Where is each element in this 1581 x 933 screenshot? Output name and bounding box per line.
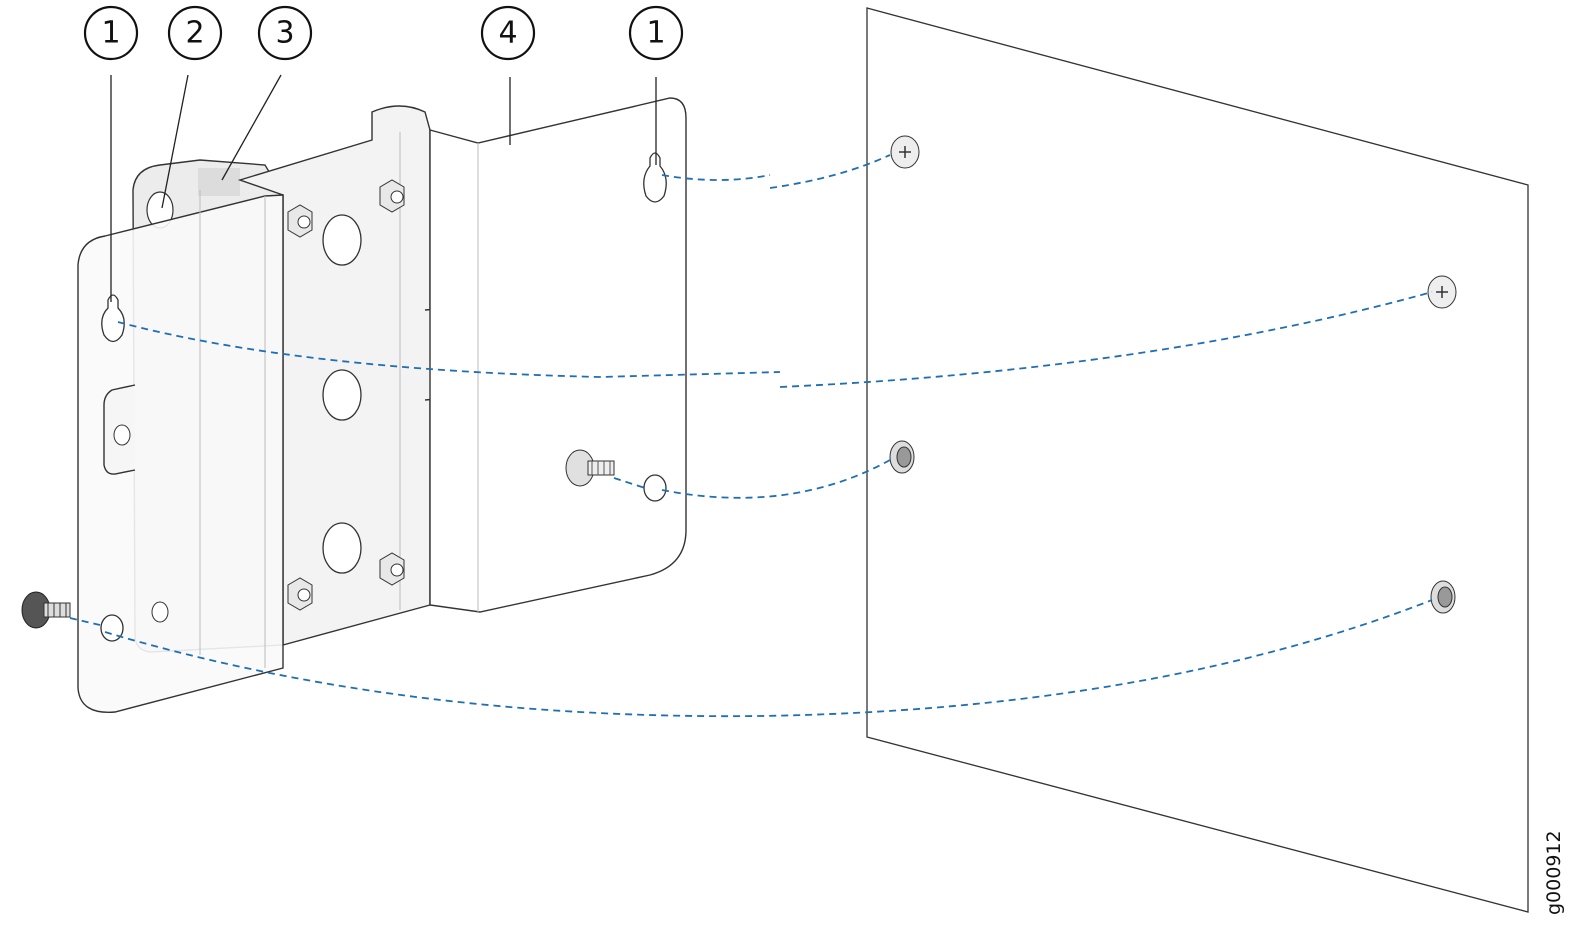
- threaded-insert: [1430, 580, 1456, 614]
- svg-text:3: 3: [275, 16, 294, 51]
- left-bracket-plate: [77, 194, 284, 713]
- mounting-screw: [21, 591, 71, 629]
- guide-line: [613, 477, 646, 489]
- guide-line: [661, 154, 891, 189]
- wall-panel: [866, 7, 1529, 913]
- bracket-hole: [322, 369, 362, 421]
- front-bracket-plate: [429, 97, 687, 613]
- svg-text:1: 1: [101, 16, 120, 51]
- callout-3: 3: [221, 5, 313, 181]
- mounting-slot: [100, 614, 124, 642]
- guide-line: [69, 617, 101, 626]
- rear-bracket-flange: [198, 168, 240, 196]
- figure-id: g000912: [1543, 830, 1565, 915]
- callout-4: 4: [480, 5, 536, 145]
- hex-nut: [379, 552, 405, 586]
- wall-screw-head: [890, 135, 920, 169]
- hex-nut: [287, 577, 313, 611]
- callout-1-left: 1: [83, 5, 139, 302]
- mounting-slot: [643, 474, 667, 502]
- svg-text:4: 4: [498, 16, 517, 51]
- guide-line: [117, 291, 1433, 388]
- keyhole-slot: [101, 294, 125, 343]
- guide-line: [661, 459, 891, 499]
- svg-text:1: 1: [646, 16, 665, 51]
- mounting-screw: [565, 449, 615, 487]
- hex-nut: [287, 204, 313, 238]
- svg-text:2: 2: [185, 16, 204, 51]
- callout-1-right: 1: [628, 5, 684, 165]
- threaded-insert: [889, 440, 915, 474]
- callout-2: 2: [161, 5, 223, 209]
- keyhole-slot: [643, 152, 667, 203]
- bracket-hole: [322, 522, 362, 574]
- hex-nut: [379, 179, 405, 213]
- guide-line: [104, 599, 1433, 718]
- wall-screw-head: [1427, 275, 1457, 309]
- bracket-hole: [322, 214, 362, 266]
